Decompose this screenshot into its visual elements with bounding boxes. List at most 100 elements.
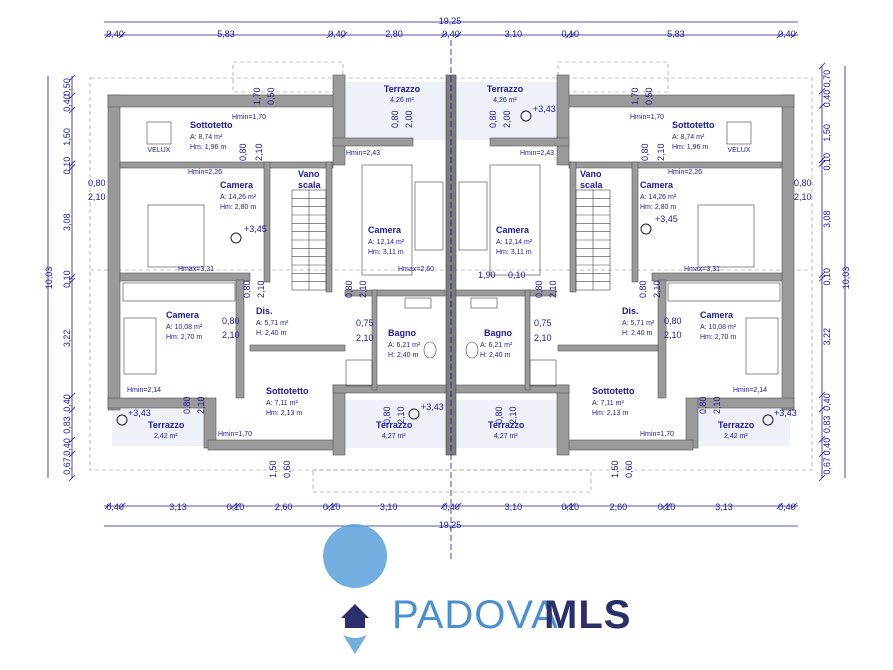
wardrobe-right-lower <box>667 282 781 302</box>
top-dim-7: 5,83 <box>667 29 685 39</box>
right-dim-7: 0,40 <box>822 393 832 411</box>
label-terrazzo-top-left: Terrazzo <box>384 84 421 94</box>
door-080-vert-mid-right: 0,80 <box>638 280 648 298</box>
area-camera-lower-left: A: 10,08 m² <box>166 324 203 331</box>
left-tick <box>68 474 76 482</box>
terrace-bottom-center-right-floor <box>455 400 557 448</box>
bottom-dim-1: 3,13 <box>169 502 187 512</box>
bottom-dim-12: 0,40 <box>778 502 796 512</box>
label-camera-upper-left: Camera <box>220 180 254 190</box>
top-tick <box>104 31 112 39</box>
door-080-terr-bcr: 0,80 <box>494 406 504 424</box>
sink-right <box>470 297 498 309</box>
bottom-tick <box>118 502 126 510</box>
height-sottotetto-bottom-left: Hm: 2,13 m <box>266 410 302 417</box>
top-tick <box>326 31 334 39</box>
area-terrazzo-bottom-center-left: 4,27 m² <box>382 433 406 440</box>
annotations: Hmin=1,70 Hmin=1,70 Hmin=2,26 Hmin=2,26 … <box>88 87 812 478</box>
door-210-vert-upper-left: 2,10 <box>254 143 264 161</box>
bottom-tick <box>330 502 337 510</box>
right-dimension-chain: 10,03 0,700,401,500,103,080,103,220,400,… <box>818 62 851 482</box>
label-sottotetto-bottom-right: Sottotetto <box>592 386 635 396</box>
terrace-bottom-center-left-floor <box>345 400 447 448</box>
wardrobe-center-right <box>458 181 488 251</box>
left-dim-3: 0,10 <box>62 157 72 175</box>
walls <box>107 74 795 456</box>
left-dim-4: 3,08 <box>62 214 72 232</box>
door-080-terr-br: 0,80 <box>698 396 708 414</box>
area-sottotetto-top-right: A: 8,74 m² <box>672 134 705 141</box>
hmin-170-bottom-left: Hmin=1,70 <box>218 431 252 438</box>
bottom-tick <box>326 502 334 510</box>
left-tick <box>68 106 76 114</box>
area-bagno-left: A: 6,21 m² <box>388 342 421 349</box>
left-tick <box>68 450 76 458</box>
logo-mls: MLS <box>544 593 631 637</box>
terrace-top-left-floor <box>345 82 447 140</box>
level-marker-icon <box>520 110 532 122</box>
left-total-dim: 10,03 <box>44 267 54 290</box>
bottom-tick <box>230 502 238 510</box>
left-dim-5: 0,10 <box>62 270 72 288</box>
label-terrazzo-bottom-right: Terrazzo <box>718 420 755 430</box>
bottom-dim-7: 3,10 <box>505 502 523 512</box>
stairs-left <box>291 189 327 291</box>
label-bagno-right: Bagno <box>484 328 513 338</box>
right-tick <box>818 156 826 164</box>
label-scala-left: scala <box>298 180 322 190</box>
label-sottotetto-bottom-left: Sottotetto <box>266 386 309 396</box>
right-dim-8: 0,83 <box>822 416 832 434</box>
bottom-dim-2: 0,10 <box>227 502 245 512</box>
shower-right <box>529 359 557 387</box>
left-tick <box>68 277 76 285</box>
level-343-bottom-left: +3,43 <box>128 408 151 418</box>
top-tick <box>568 31 576 39</box>
label-terrazzo-bottom-center-right: Terrazzo <box>488 420 525 430</box>
level-343-bottom-right: +3,43 <box>774 408 797 418</box>
bottom-tick <box>568 502 576 510</box>
bed-center-left <box>361 164 413 276</box>
bottom-dim-5: 3,10 <box>380 502 398 512</box>
area-terrazzo-top-right: 4,26 m² <box>493 97 517 104</box>
door-080-terr-bcl: 0,80 <box>382 406 392 424</box>
area-camera-lower-right: A: 10,08 m² <box>700 324 737 331</box>
area-sottotetto-bottom-right: A: 7,11 m² <box>592 400 624 407</box>
height-bagno-right: H: 2,40 m <box>480 352 511 359</box>
win-080-left: 0,80 <box>88 178 106 188</box>
door-075-bagno-left: 0,75 <box>356 318 374 328</box>
hmin-243-right: Hmin=2,43 <box>520 150 554 157</box>
top-tick <box>454 31 462 39</box>
right-tick <box>818 102 826 110</box>
level-marker-icon <box>640 223 652 235</box>
door-080-vert-upper-left: 0,80 <box>238 143 248 161</box>
shower-left <box>345 359 373 387</box>
level-marker-icon <box>230 232 242 244</box>
hmax-331-left: Hmax=3,31 <box>178 266 214 273</box>
right-dim-6: 3,22 <box>822 328 832 346</box>
bottom-tick <box>790 502 798 510</box>
top-dim-4: 0,40 <box>442 29 460 39</box>
bottom-tick <box>661 502 668 510</box>
left-tick <box>68 392 76 400</box>
hmin-214-left: Hmin=2,14 <box>127 387 161 394</box>
bottom-dim-0: 0,40 <box>106 502 124 512</box>
door-210-bagno-right: 2,10 <box>534 333 552 343</box>
bottom-dim-9: 2,60 <box>610 502 628 512</box>
left-dim-6: 3,22 <box>62 330 72 348</box>
area-terrazzo-bottom-center-right: 4,27 m² <box>494 433 518 440</box>
hmin-214-right: Hmin=2,14 <box>733 387 767 394</box>
left-tick <box>68 74 76 82</box>
level-345-left: +3,45 <box>244 224 267 234</box>
label-camera-upper-right: Camera <box>640 180 674 190</box>
door-210-terr-bl: 2,10 <box>196 396 206 414</box>
hmin-170-top-left: Hmin=1,70 <box>232 114 266 121</box>
level-343-bottom-center: +3,43 <box>421 402 444 412</box>
height-sottotetto-bottom-right: Hm: 2,13 m <box>592 410 628 417</box>
door-080-terr-bl: 0,80 <box>182 396 192 414</box>
area-terrazzo-top-left: 4,26 m² <box>390 97 414 104</box>
bottom-tick <box>440 502 448 510</box>
bottom-dim-4: 0,10 <box>323 502 341 512</box>
right-tick <box>818 436 826 443</box>
area-dis-right: A: 5,71 m² <box>622 320 655 327</box>
bottom-tick <box>234 502 241 510</box>
